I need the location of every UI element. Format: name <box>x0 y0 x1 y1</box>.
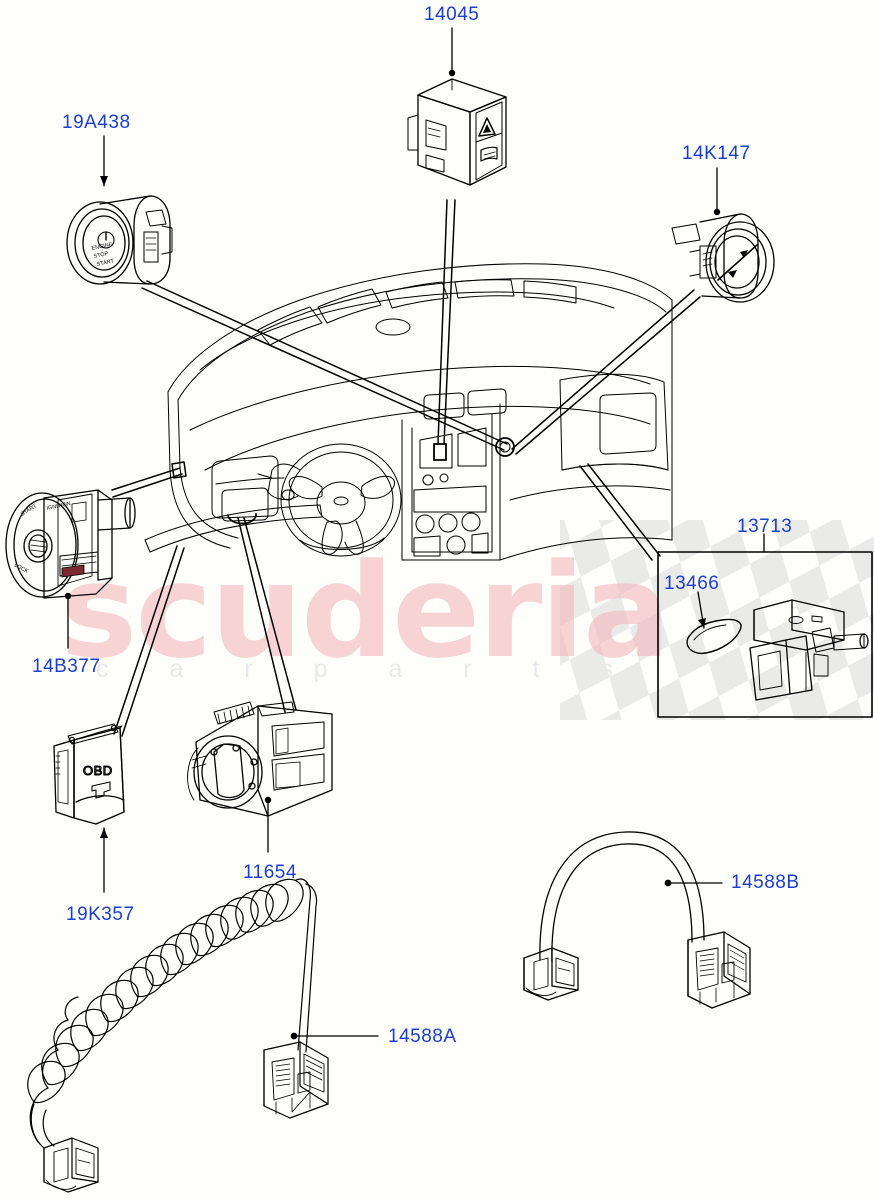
svg-text:ENGINE: ENGINE <box>91 242 113 252</box>
leader-14K147 <box>713 167 721 216</box>
watermark-sub-text: c a r p a r t s <box>96 655 640 683</box>
svg-text:LOCK: LOCK <box>13 562 29 574</box>
part-19K357-obd-socket: OBD <box>53 723 125 825</box>
leader-lines-to-dash <box>111 199 701 737</box>
leader-19K357 <box>100 827 108 893</box>
part-13713-latch-body <box>749 599 869 701</box>
steering-wheel <box>257 443 402 557</box>
svg-text:STOP: STOP <box>93 251 109 260</box>
callout-14588B: 14588B <box>731 872 800 893</box>
watermark-brand-text: scuderia <box>60 535 671 687</box>
callout-14B377: 14B377 <box>32 656 101 677</box>
part-14045-hazard-switch <box>407 78 507 186</box>
callout-14K147: 14K147 <box>682 143 751 164</box>
coil-loops <box>27 878 304 1104</box>
callout-19A438: 19A438 <box>62 112 131 133</box>
instrument-panel-illustration <box>144 263 673 561</box>
part-11654-headlamp-switch <box>187 701 333 817</box>
leader-14588B <box>664 879 723 887</box>
callout-13466: 13466 <box>664 573 720 594</box>
svg-text:IGNITION: IGNITION <box>46 501 71 512</box>
callout-19K357: 19K357 <box>66 904 135 925</box>
part-19A438-start-stop-switch: ENGINE STOP START <box>66 195 173 285</box>
callout-11654: 11654 <box>243 862 297 883</box>
leader-11654 <box>264 796 272 853</box>
callout-14045: 14045 <box>424 4 480 25</box>
leader-13466 <box>697 591 706 629</box>
part-13713-group-box <box>657 551 873 718</box>
part-14B377-column-lock: START IGNITION LOCK <box>5 489 136 599</box>
leader-14588A <box>290 1032 379 1040</box>
callout-13713: 13713 <box>737 516 793 537</box>
part-14K147-levelling-switch <box>671 213 775 303</box>
svg-text:OBD: OBD <box>83 763 113 778</box>
leader-19A438 <box>100 135 108 187</box>
part-14588A-coiled-lead <box>27 878 329 1193</box>
leader-14B377 <box>64 592 72 649</box>
part-14588B-straight-lead <box>523 831 751 1009</box>
callout-14588A: 14588A <box>388 1026 457 1047</box>
svg-text:START: START <box>96 258 115 268</box>
leader-14045 <box>448 27 456 77</box>
part-13466-release-handle <box>686 618 742 655</box>
